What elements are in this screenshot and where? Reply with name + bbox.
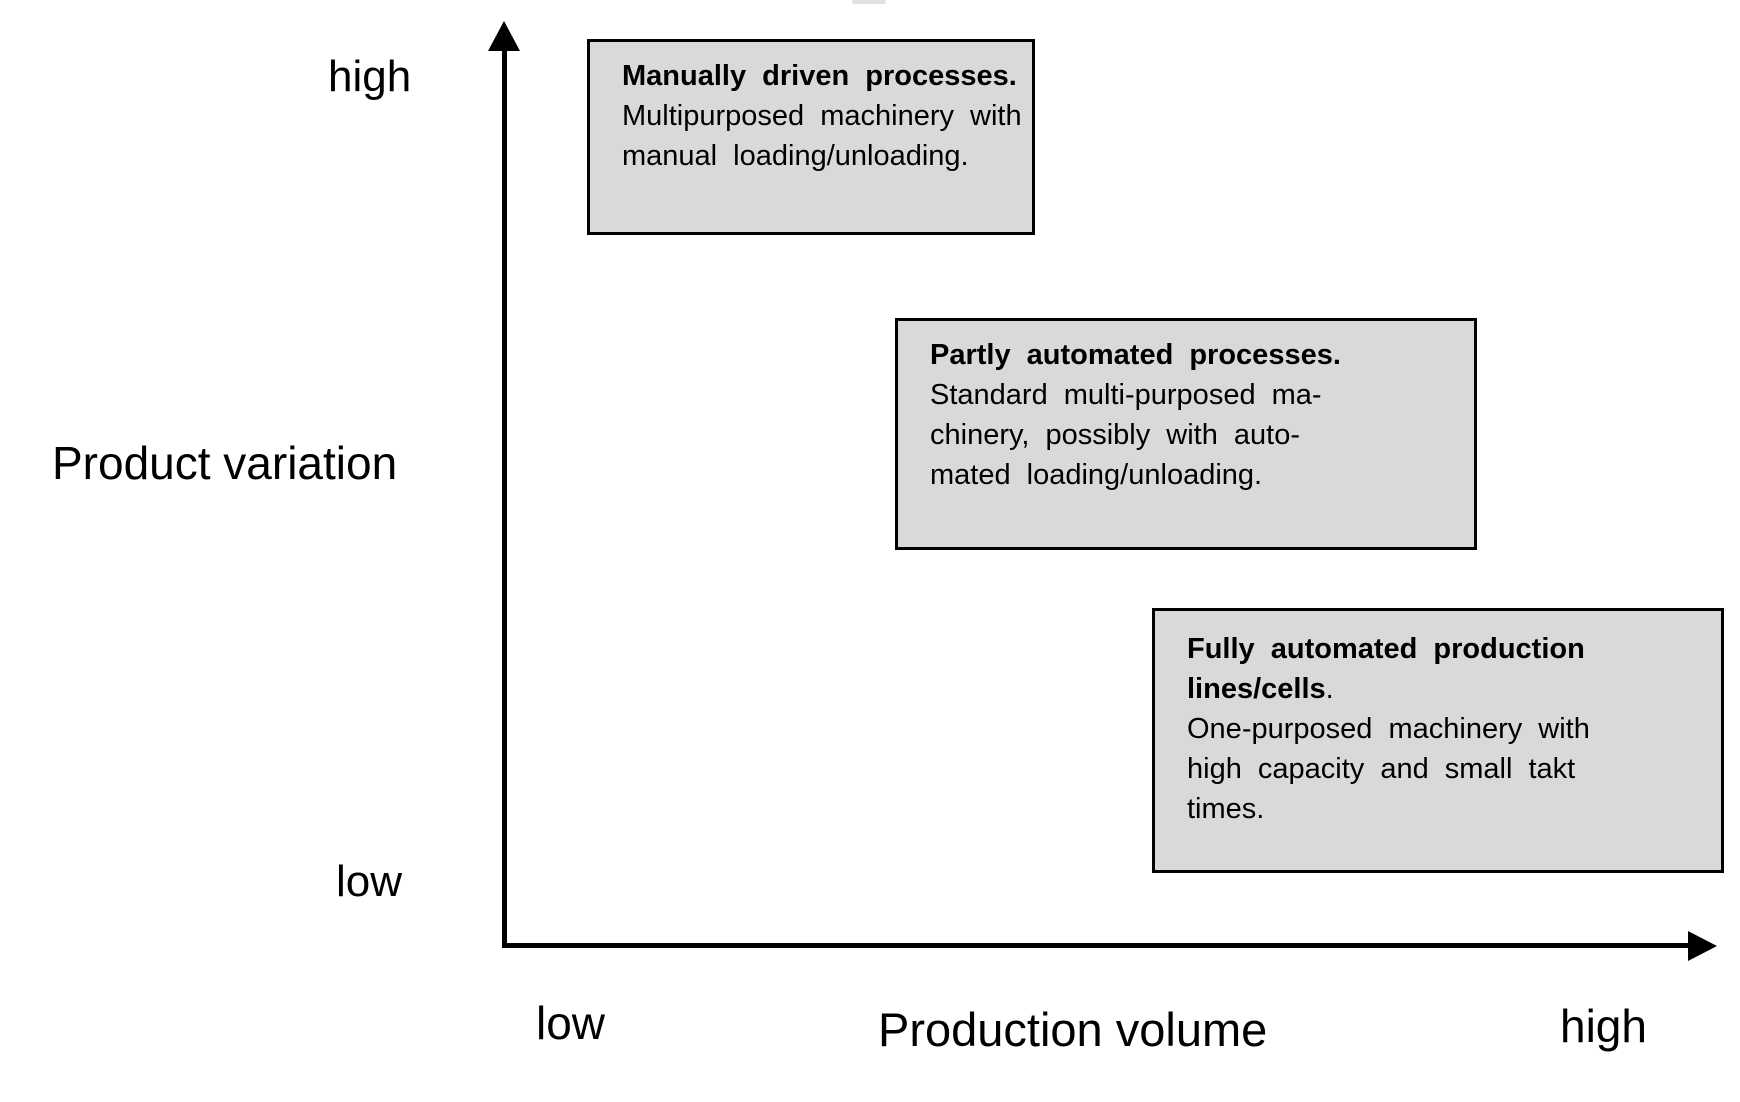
callout-body-line: Standard multi-purposed ma- xyxy=(930,379,1322,411)
callout-body-line: high capacity and small takt xyxy=(1187,753,1576,785)
y-axis-arrowhead-icon xyxy=(488,21,520,51)
callout-body-line: One-purposed machinery with xyxy=(1187,713,1590,745)
callout-title: Manually driven processes. xyxy=(622,60,1017,92)
callout-title-bold-part: lines/cells xyxy=(1187,673,1326,705)
callout-body-line: times. xyxy=(1187,793,1265,825)
callout-body-line: Multipurposed machinery with xyxy=(622,100,1022,132)
callout-fully-automated-lines: Fully automated production lines/cells. … xyxy=(1152,608,1724,873)
callout-body-line: mated loading/unloading. xyxy=(930,459,1263,491)
y-axis-low-label: low xyxy=(336,857,403,906)
y-axis-line xyxy=(502,46,507,947)
callout-body-line: chinery, possibly with auto- xyxy=(930,419,1301,451)
y-axis-high-label: high xyxy=(328,52,412,101)
callout-title-period: . xyxy=(1325,673,1334,705)
x-axis-arrowhead-icon xyxy=(1688,931,1717,961)
x-axis-low-label: low xyxy=(536,997,606,1049)
callout-body-line: manual loading/unloading. xyxy=(622,140,969,172)
callout-title: Partly automated processes. xyxy=(930,339,1341,371)
callout-manually-driven-processes: Manually driven processes. Multipurposed… xyxy=(587,39,1035,235)
x-axis-high-label: high xyxy=(1560,1000,1647,1052)
callout-title: Fully automated production xyxy=(1187,633,1585,665)
callout-title-line2: lines/cells. xyxy=(1187,669,1689,709)
y-axis-title: Product variation xyxy=(52,437,398,489)
x-axis-line xyxy=(502,943,1690,948)
x-axis-title: Production volume xyxy=(878,1003,1268,1056)
top-crop-artifact xyxy=(852,0,886,4)
callout-partly-automated-processes: Partly automated processes. Standard mul… xyxy=(895,318,1477,550)
